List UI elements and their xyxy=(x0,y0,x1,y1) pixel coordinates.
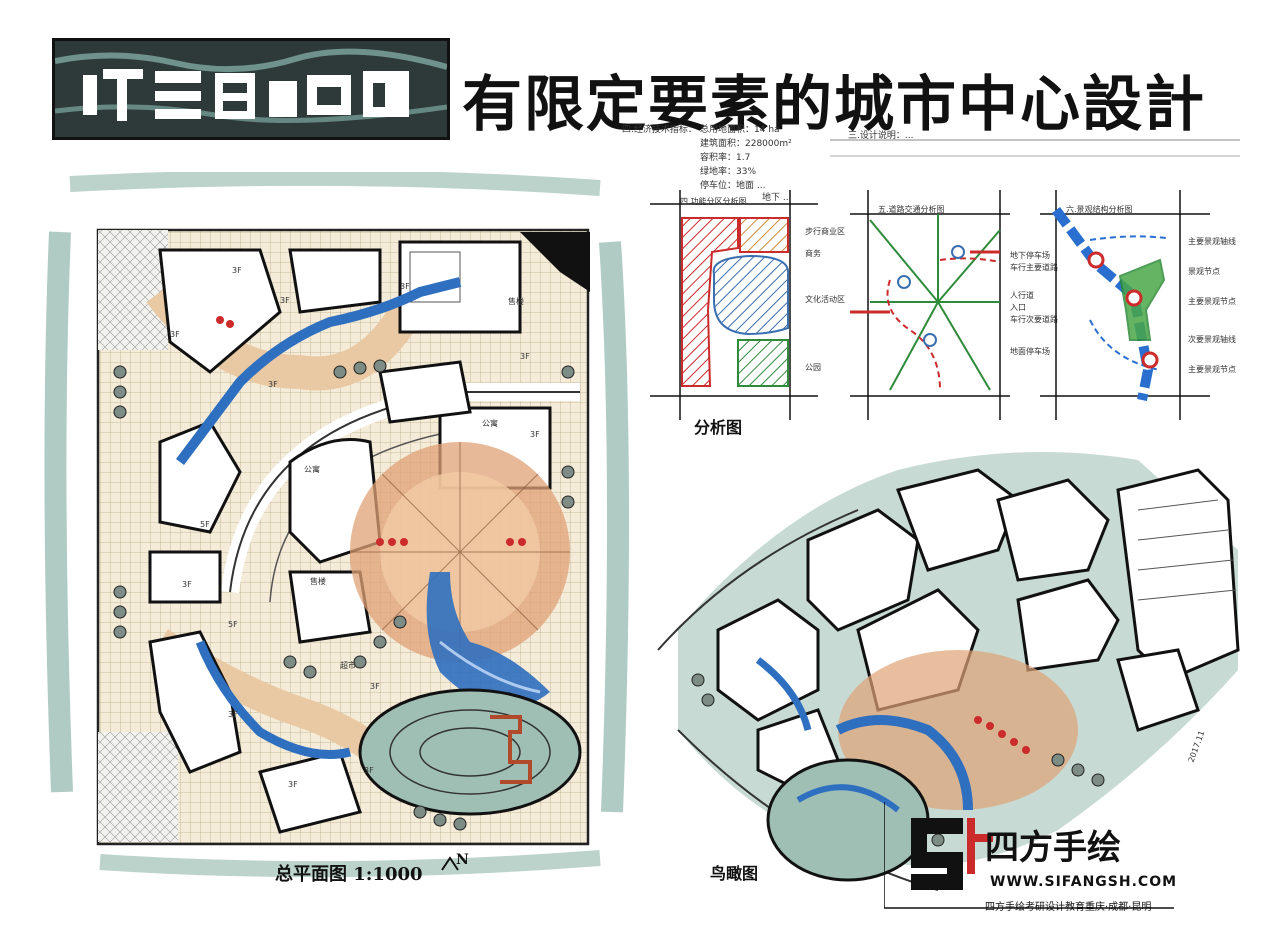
sifang-logo-icon xyxy=(911,818,993,890)
function-label: 商务 xyxy=(805,249,821,258)
function-label: 文化活动区 xyxy=(805,295,845,304)
floor-tag: 3F xyxy=(268,380,278,389)
aerial-view-drawing xyxy=(657,452,1240,891)
traffic-label: 人行道 xyxy=(1010,291,1034,300)
traffic-label: 车行次要道路 xyxy=(1010,315,1058,324)
floor-tag: 3F xyxy=(280,296,290,305)
logo-url: WWW.SIFANGSH.COM xyxy=(990,874,1178,890)
north-label: N xyxy=(456,852,469,868)
aerial-caption: 鸟瞰图 xyxy=(710,864,759,883)
page-title: 有限定要素的城市中心設計 xyxy=(462,70,1206,140)
floor-tag: 3F xyxy=(364,766,374,775)
north-arrow-icon xyxy=(441,856,459,871)
floor-tag: 3F xyxy=(520,352,530,361)
floor-tag: 3F xyxy=(232,266,242,275)
title-graphic-svg xyxy=(54,41,448,137)
traffic-diagram-title: 五.道路交通分析图 xyxy=(878,205,945,214)
tech-note-line: 绿地率：33% xyxy=(700,167,757,177)
traffic-label: 入口 xyxy=(1010,303,1026,312)
tech-note-line: 地下 ... xyxy=(762,193,792,203)
floor-tag: 3F xyxy=(370,682,380,691)
title-graphic-block xyxy=(52,38,450,140)
traffic-label: 地面停车场 xyxy=(1010,347,1050,356)
building-label: 售楼 xyxy=(508,297,524,306)
landscape-structure-diagram xyxy=(1040,190,1210,420)
logo-frame xyxy=(884,802,1174,909)
building-label: 公寓 xyxy=(304,465,320,474)
floor-tag: 3F xyxy=(288,780,298,789)
floor-tag: 3F xyxy=(530,430,540,439)
landscape-label: 主要景观轴线 xyxy=(1188,237,1236,246)
landscape-label: 次要景观轴线 xyxy=(1188,335,1236,344)
floor-tag: 5F xyxy=(228,620,238,629)
landscape-diagram-title: 六.景观结构分析图 xyxy=(1066,205,1133,214)
logo-subtitle: 四方手绘考研设计教育重庆·成都·昆明 xyxy=(985,902,1152,913)
function-diagram-title: 四.功能分区分析图 xyxy=(680,197,747,206)
traffic-label: 车行主要道路 xyxy=(1010,263,1058,272)
function-zoning-diagram xyxy=(650,190,818,420)
tech-note-line: 总用地面积：14 ha xyxy=(700,125,780,135)
building-label: 公寓 xyxy=(482,419,498,428)
master-plan-drawing xyxy=(40,172,650,892)
building-label: 超市 xyxy=(340,661,356,670)
landscape-label: 景观节点 xyxy=(1188,267,1220,276)
traffic-label: 地下停车场 xyxy=(1010,251,1050,260)
tech-note-line: 容积率：1.7 xyxy=(700,153,751,163)
concept-note: 三.设计说明：... xyxy=(848,131,914,141)
building-label: 售楼 xyxy=(310,577,326,586)
analysis-caption: 分析图 xyxy=(694,418,743,437)
floor-tag: 3F xyxy=(170,330,180,339)
landscape-label: 主要景观节点 xyxy=(1188,365,1236,374)
logo-name: 四方手绘 xyxy=(985,828,1121,868)
floor-tag: 5F xyxy=(200,520,210,529)
tech-note-line: 建筑面积：228000m² xyxy=(700,139,792,149)
function-label: 公园 xyxy=(805,363,821,372)
landscape-label: 主要景观节点 xyxy=(1188,297,1236,306)
plan-caption: 总平面图 1:1000 xyxy=(275,864,423,885)
traffic-diagram xyxy=(850,190,1010,420)
floor-tag: 3F xyxy=(400,282,410,291)
concept-note-lines xyxy=(830,139,1240,157)
function-label: 步行商业区 xyxy=(805,227,845,236)
tech-note-line: 停车位：地面 ... xyxy=(700,181,766,191)
floor-tag: 3F xyxy=(182,580,192,589)
tech-notes-heading: 四.经济技术指标： xyxy=(622,125,697,135)
floor-tag: 3F xyxy=(228,710,238,719)
